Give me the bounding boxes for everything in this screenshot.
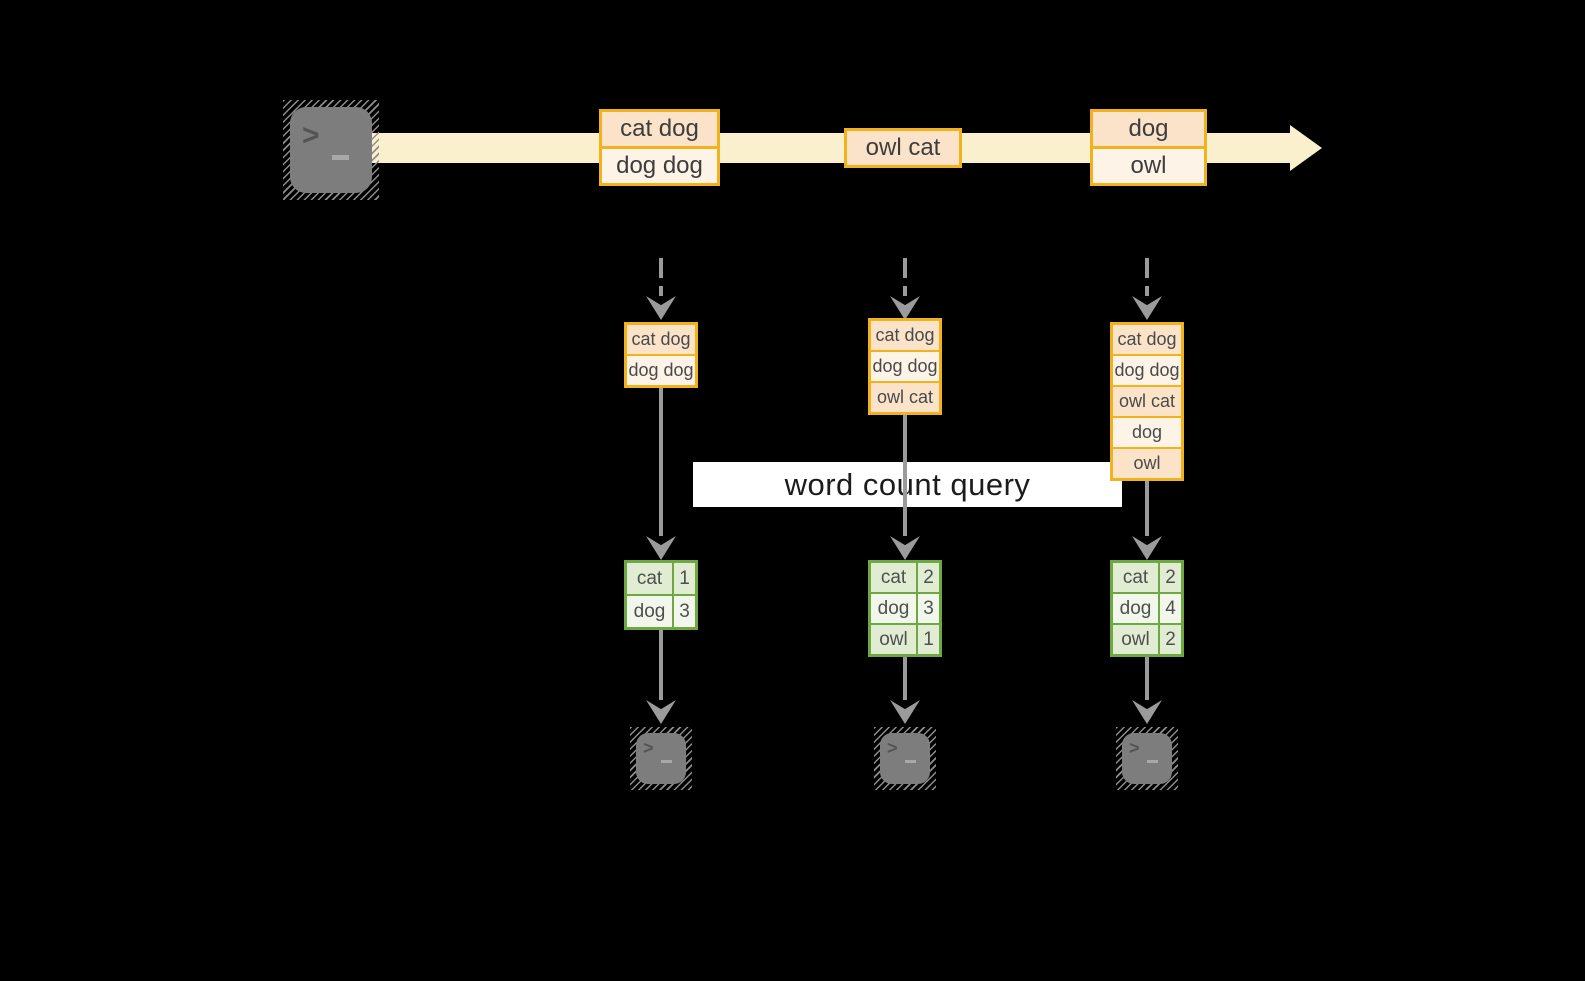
terminal-prompt-icon: > bbox=[1129, 738, 1140, 758]
count-row: dog 4 bbox=[1113, 592, 1181, 623]
word-cell: dog bbox=[1113, 594, 1158, 623]
count-row: owl 1 bbox=[871, 623, 939, 654]
state-row: dog bbox=[1113, 416, 1181, 447]
stream-event-box-2: owl cat bbox=[844, 128, 962, 168]
state-row: owl cat bbox=[871, 381, 939, 412]
state-row: cat dog bbox=[871, 321, 939, 350]
count-cell: 2 bbox=[1158, 563, 1181, 592]
count-cell: 1 bbox=[916, 625, 939, 654]
state-stack-3: cat dog dog dog owl cat dog owl bbox=[1110, 322, 1184, 481]
terminal-prompt-icon: > bbox=[643, 738, 654, 758]
terminal-prompt-icon: > bbox=[887, 738, 898, 758]
count-cell: 4 bbox=[1158, 594, 1181, 623]
dashed-arrow-line bbox=[903, 258, 907, 296]
count-table-1: cat 1 dog 3 bbox=[624, 560, 698, 630]
flow-line bbox=[659, 630, 663, 700]
terminal-screen: > bbox=[290, 107, 372, 193]
flow-line bbox=[659, 388, 663, 536]
state-row: owl bbox=[1113, 447, 1181, 478]
count-cell: 2 bbox=[1158, 625, 1181, 654]
count-cell: 3 bbox=[916, 594, 939, 623]
stream-event-box-3: dog owl bbox=[1090, 109, 1207, 186]
arrow-head-icon bbox=[1132, 536, 1162, 560]
flow-line bbox=[903, 657, 907, 700]
word-cell: owl bbox=[871, 625, 916, 654]
output-terminal-icon-2: > bbox=[874, 727, 936, 790]
word-cell: dog bbox=[627, 596, 672, 627]
event-row: dog dog bbox=[602, 146, 717, 183]
arrow-head-icon bbox=[646, 700, 676, 724]
arrow-head-icon bbox=[1132, 700, 1162, 724]
event-row: owl cat bbox=[847, 131, 959, 165]
count-table-3: cat 2 dog 4 owl 2 bbox=[1110, 560, 1184, 657]
arrow-head-icon bbox=[646, 536, 676, 560]
state-stack-2: cat dog dog dog owl cat bbox=[868, 318, 942, 415]
count-table-2: cat 2 dog 3 owl 1 bbox=[868, 560, 942, 657]
terminal-screen: > bbox=[636, 733, 686, 784]
terminal-cursor-icon bbox=[1147, 760, 1158, 763]
arrow-head-icon bbox=[1132, 296, 1162, 320]
word-cell: cat bbox=[627, 563, 672, 594]
output-terminal-icon-3: > bbox=[1116, 727, 1178, 790]
dashed-arrow-line bbox=[1145, 258, 1149, 296]
word-count-query-label: word count query bbox=[693, 462, 1122, 507]
state-row: dog dog bbox=[627, 354, 695, 385]
flow-line bbox=[1145, 481, 1149, 536]
state-row: owl cat bbox=[1113, 385, 1181, 416]
count-cell: 2 bbox=[916, 563, 939, 592]
count-row: cat 2 bbox=[871, 563, 939, 592]
word-cell: cat bbox=[1113, 563, 1158, 592]
count-row: dog 3 bbox=[627, 594, 695, 627]
word-cell: owl bbox=[1113, 625, 1158, 654]
word-cell: dog bbox=[871, 594, 916, 623]
query-label-text: word count query bbox=[784, 466, 1031, 502]
count-row: cat 2 bbox=[1113, 563, 1181, 592]
flow-line bbox=[903, 415, 907, 536]
stream-arrow-head-icon bbox=[1290, 125, 1322, 171]
arrow-head-icon bbox=[890, 296, 920, 320]
count-row: owl 2 bbox=[1113, 623, 1181, 654]
state-row: cat dog bbox=[627, 325, 695, 354]
arrow-head-icon bbox=[890, 536, 920, 560]
terminal-screen: > bbox=[880, 733, 930, 784]
state-row: dog dog bbox=[1113, 354, 1181, 385]
source-terminal-icon: > bbox=[283, 100, 379, 200]
count-row: cat 1 bbox=[627, 563, 695, 594]
output-terminal-icon-1: > bbox=[630, 727, 692, 790]
arrow-head-icon bbox=[890, 700, 920, 724]
terminal-cursor-icon bbox=[332, 155, 349, 160]
word-cell: cat bbox=[871, 563, 916, 592]
dashed-arrow-line bbox=[659, 258, 663, 296]
terminal-screen: > bbox=[1122, 733, 1172, 784]
terminal-prompt-icon: > bbox=[302, 119, 320, 152]
flow-line bbox=[1145, 657, 1149, 700]
state-row: dog dog bbox=[871, 350, 939, 381]
terminal-cursor-icon bbox=[661, 760, 672, 763]
count-cell: 1 bbox=[672, 563, 695, 594]
event-row: dog bbox=[1093, 112, 1204, 146]
event-row: owl bbox=[1093, 146, 1204, 183]
state-row: cat dog bbox=[1113, 325, 1181, 354]
arrow-head-icon bbox=[646, 296, 676, 320]
stream-event-box-1: cat dog dog dog bbox=[599, 109, 720, 186]
event-row: cat dog bbox=[602, 112, 717, 146]
count-cell: 3 bbox=[672, 596, 695, 627]
terminal-cursor-icon bbox=[905, 760, 916, 763]
count-row: dog 3 bbox=[871, 592, 939, 623]
state-stack-1: cat dog dog dog bbox=[624, 322, 698, 388]
